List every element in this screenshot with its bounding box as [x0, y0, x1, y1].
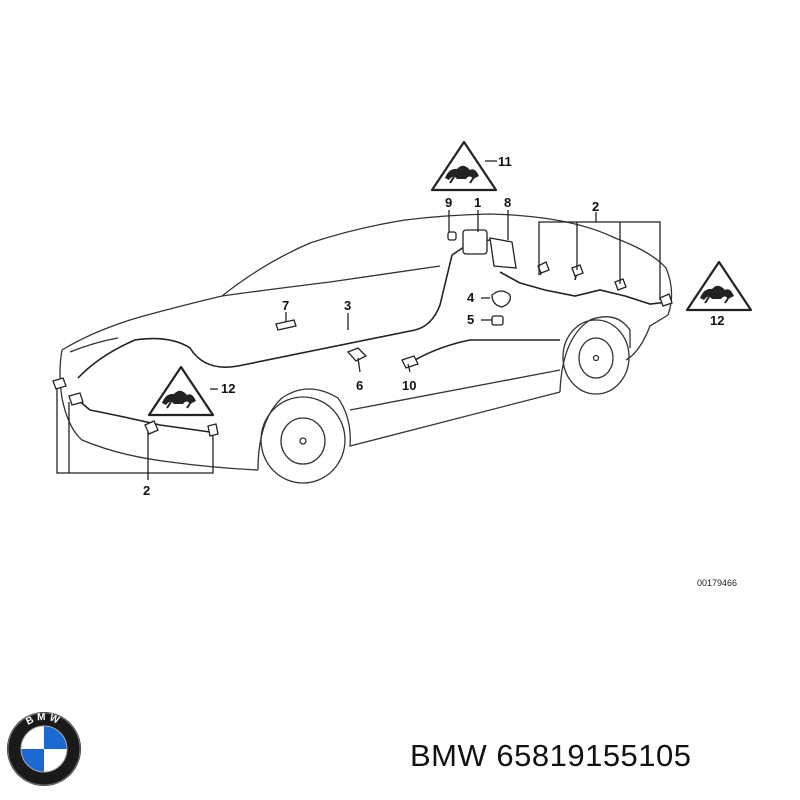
grommet — [447, 231, 457, 241]
warning-sign-12-right — [685, 260, 753, 312]
callout-5: 5 — [467, 312, 474, 327]
callout-9: 9 — [445, 195, 452, 210]
callout-7: 7 — [282, 298, 289, 313]
control-module — [462, 229, 488, 255]
callout-3: 3 — [344, 298, 351, 313]
callout-4: 4 — [467, 290, 475, 305]
svg-text:BMW: BMW — [24, 712, 63, 728]
warning-sign-12-left — [147, 365, 215, 417]
pdc-sensor-fl2 — [68, 392, 84, 406]
sensor-ring — [491, 315, 504, 326]
callout-6: 6 — [356, 378, 363, 393]
warning-sign-11 — [430, 140, 498, 192]
pdc-sensor-fl — [52, 377, 67, 390]
callout-2-top: 2 — [592, 199, 599, 214]
connector-10 — [401, 355, 419, 369]
sensor-holder — [491, 290, 511, 308]
callout-8: 8 — [504, 195, 511, 210]
grommet-6 — [346, 347, 368, 362]
bracket — [489, 237, 517, 269]
callout-12-right: 12 — [710, 313, 724, 328]
callout-1: 1 — [474, 195, 481, 210]
rear-wheel — [562, 319, 630, 395]
pdc-sensor-fr — [144, 420, 159, 435]
components — [52, 229, 673, 437]
drawing-number: 00179466 — [697, 578, 738, 588]
callout-11: 11 — [498, 154, 512, 169]
callout-12-left: 12 — [221, 381, 235, 396]
logo-letters: BMW — [24, 712, 60, 728]
callout-10: 10 — [402, 378, 416, 393]
front-wheel — [260, 396, 346, 484]
part-number-label: BMW 65819155105 — [410, 738, 692, 773]
clip-7 — [275, 319, 297, 331]
pdc-sensor-fr2 — [207, 423, 219, 437]
callout-2-bottom: 2 — [143, 483, 150, 498]
leader-lines — [56, 160, 661, 480]
bmw-logo-icon: BMW — [7, 712, 81, 786]
